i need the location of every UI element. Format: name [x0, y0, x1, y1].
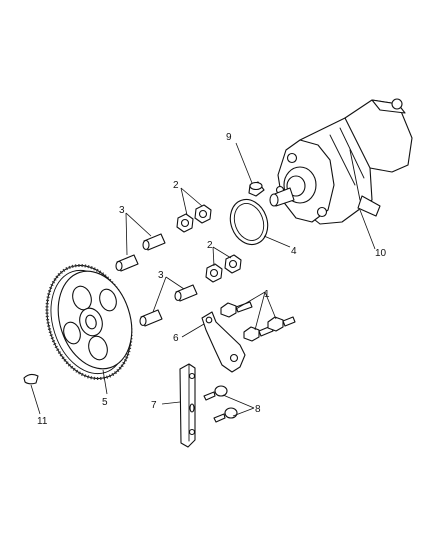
callout-3-upper: 3 [119, 205, 125, 216]
callout-2-lower: 2 [207, 240, 213, 251]
callout-6: 6 [173, 333, 179, 344]
injection-pump [269, 98, 413, 225]
o-ring [229, 198, 269, 246]
studs-upper [115, 233, 166, 272]
callout-1: 1 [264, 289, 270, 300]
support-strap-7 [179, 363, 196, 448]
callout-11: 11 [37, 416, 48, 427]
woodruff-key-9 [248, 181, 265, 197]
callout-2-upper: 2 [173, 180, 179, 191]
bracket-6 [201, 311, 246, 373]
gear-key-11 [23, 373, 39, 385]
callout-5: 5 [102, 397, 108, 408]
studs-lower [139, 284, 198, 327]
leader-lines [30, 142, 376, 417]
pump-drive-gear [45, 263, 133, 381]
bolts-1 [220, 301, 296, 342]
screws-8 [203, 385, 238, 423]
nut-pair-upper [176, 204, 212, 233]
callout-7: 7 [151, 400, 157, 411]
callout-9: 9 [226, 132, 232, 143]
callout-8: 8 [255, 404, 261, 415]
nut-pair-lower [205, 254, 242, 283]
callout-10: 10 [375, 248, 387, 259]
callout-3-lower: 3 [158, 270, 164, 281]
callout-labels: 1 2 2 3 3 4 5 6 7 8 9 10 11 [37, 132, 387, 427]
callout-4: 4 [291, 246, 297, 257]
